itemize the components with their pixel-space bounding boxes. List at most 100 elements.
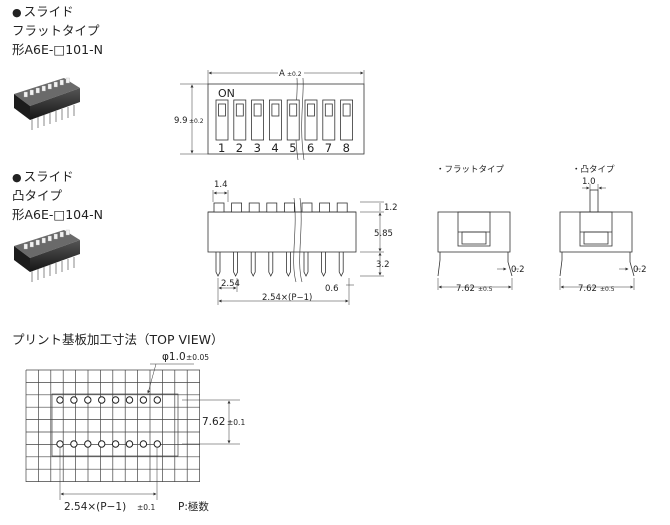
pcb-hole — [84, 396, 92, 404]
switch-number: 8 — [343, 141, 350, 155]
switch-number: 7 — [325, 141, 332, 155]
product-1-model: 形A6E-□101-N — [12, 42, 103, 57]
flat-dim-width-tol: ±0.5 — [478, 286, 493, 293]
bullet-icon: ● — [12, 6, 22, 19]
pcb-hole-tol: ±0.05 — [186, 353, 209, 362]
photo-switch-knob — [59, 79, 64, 86]
switch-knob — [253, 103, 262, 117]
dim-a: A — [279, 69, 285, 79]
product-1-type: ●スライド — [12, 3, 74, 21]
side-knob — [231, 202, 243, 213]
switch-number: 6 — [307, 141, 314, 155]
photo-switch-knob — [41, 85, 46, 92]
pcb-hole — [139, 440, 148, 448]
on-label: ON — [218, 87, 235, 100]
photo-switch-knob — [29, 89, 34, 96]
flat-view-title: ・フラットタイプ — [436, 165, 505, 175]
photo-switch-knob — [23, 91, 28, 98]
switch-knob — [235, 103, 244, 117]
side-pin — [321, 252, 326, 277]
photo-switch-knob — [23, 243, 28, 250]
pcb-hole — [153, 440, 162, 448]
photo-switch-knob — [35, 87, 40, 94]
pcb-hole — [111, 396, 120, 404]
photo-switch-knob — [65, 77, 70, 84]
side-knob — [283, 202, 295, 213]
convex-dim-width-tol: ±0.5 — [600, 286, 615, 293]
side-knob — [266, 202, 278, 213]
pcb-hole — [56, 440, 64, 448]
product-2-type-text: スライド — [23, 169, 74, 184]
side-view-drawing — [207, 190, 384, 305]
dim-pin-pitch: 1.4 — [214, 180, 228, 190]
side-pin — [338, 252, 344, 277]
switch-knob — [342, 103, 351, 117]
switch-number: 1 — [218, 141, 225, 155]
dim-top: 1.2 — [384, 203, 398, 213]
side-pin — [286, 252, 291, 277]
photo-switch-knob — [41, 237, 46, 244]
photo-switch-knob — [53, 81, 58, 88]
product-2-type: ●スライド — [12, 168, 74, 186]
pcb-holes — [56, 396, 162, 448]
switch-knob — [289, 103, 298, 117]
pcb-hole-dim: φ1.0 — [162, 351, 186, 363]
side-knob — [248, 202, 260, 213]
product-1-subtype: フラットタイプ — [12, 23, 100, 38]
photo-switch-knob — [53, 233, 58, 240]
pcb-section-title: プリント基板加工寸法（TOP VIEW） — [12, 332, 224, 347]
top-view-drawing — [180, 69, 365, 161]
product-photo-flat — [14, 77, 80, 130]
pcb-hole — [98, 396, 106, 404]
side-knob — [319, 202, 331, 213]
pcb-hole — [84, 440, 92, 448]
product-2-model: 形A6E-□104-N — [12, 207, 103, 222]
pcb-hole — [111, 440, 120, 448]
photo-switch-knob — [59, 231, 64, 238]
switch-number: 3 — [254, 141, 261, 155]
pcb-dims — [59, 363, 240, 500]
photo-switch-knob — [47, 235, 52, 242]
pcb-hole — [139, 396, 148, 404]
dim-pitch: 2.54 — [221, 279, 240, 289]
pcb-row-dim: 7.62 — [202, 416, 225, 428]
dim-a-tol: ±0.2 — [287, 71, 302, 78]
side-knob — [336, 202, 348, 213]
pcb-pitch-dim: 2.54×(P−1) — [64, 501, 126, 513]
photo-switch-knob — [65, 229, 70, 236]
side-pin — [250, 252, 256, 277]
product-2-subtype: 凸タイプ — [12, 188, 63, 203]
pcb-hole — [70, 440, 78, 448]
side-pin — [268, 252, 274, 277]
convex-dim-pin: 0.2 — [633, 265, 647, 275]
dim-total: 2.54×(P−1) — [262, 293, 312, 303]
pcb-hole — [125, 440, 134, 448]
pcb-hole — [153, 396, 162, 404]
pcb-hole — [98, 440, 106, 448]
convex-end-view — [559, 184, 641, 290]
dim-height: 9.9 — [174, 116, 188, 126]
side-pin — [303, 252, 309, 277]
side-pin — [233, 252, 238, 277]
side-knob — [301, 202, 313, 213]
convex-dim-width: 7.62 — [578, 284, 597, 294]
side-knob — [213, 202, 225, 213]
dim-pin-len: 3.2 — [376, 260, 390, 270]
photo-switch-knob — [47, 83, 52, 90]
dim-pin-width: 0.6 — [325, 284, 339, 294]
switch-number: 4 — [271, 141, 278, 155]
bullet-icon: ● — [12, 171, 22, 184]
pcb-pitch-tol: ±0.1 — [137, 503, 155, 512]
flat-end-view — [437, 211, 519, 290]
side-pin — [215, 252, 221, 277]
switch-knob — [307, 103, 315, 117]
product-photo-convex — [14, 229, 80, 282]
photo-switch-knob — [29, 241, 34, 248]
product-1-type-text: スライド — [23, 4, 74, 19]
convex-dim-knob: 1.0 — [582, 177, 596, 187]
switch-knob — [218, 103, 226, 117]
dim-body: 5.85 — [374, 229, 393, 239]
photo-switch-knob — [35, 239, 40, 246]
pcb-row-tol: ±0.1 — [227, 418, 245, 427]
switch-knob — [271, 103, 280, 117]
